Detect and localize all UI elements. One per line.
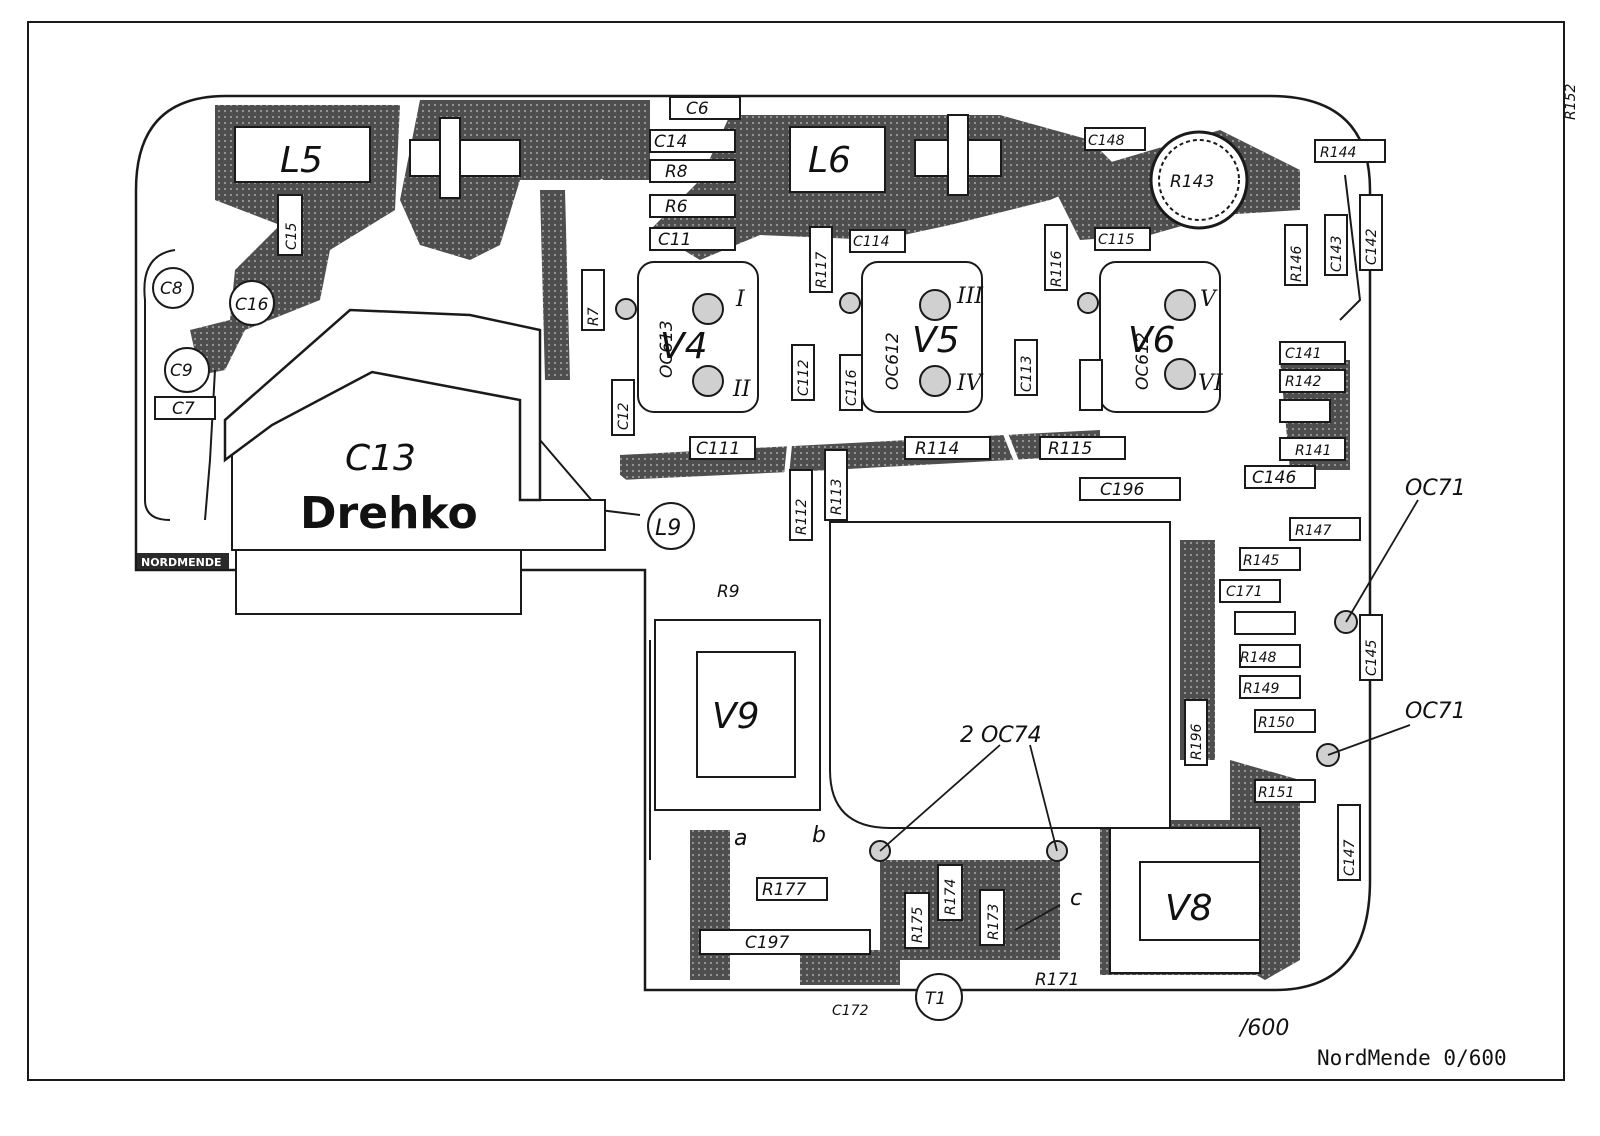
label-r141: R141 — [1295, 443, 1331, 459]
label-c197: C197 — [745, 933, 790, 953]
label-r112: R112 — [794, 498, 810, 535]
pad-label-b: b — [812, 823, 826, 848]
passive-outlines — [154, 96, 1386, 955]
pin-label-4: IV — [956, 371, 984, 396]
label-c15: C15 — [284, 222, 300, 250]
label-c12: C12 — [616, 402, 632, 430]
label-c142: C142 — [1364, 228, 1380, 265]
label-r9: R9 — [717, 582, 740, 602]
label-c14: C14 — [654, 132, 688, 152]
label-c6: C6 — [686, 99, 709, 119]
label-c11: C11 — [658, 230, 692, 250]
label-r146: R146 — [1289, 245, 1305, 282]
model-mark: /600 — [1238, 1016, 1289, 1041]
brand-logo-plate — [137, 553, 229, 569]
label-r8: R8 — [665, 162, 688, 182]
transistor-label-v4: OC613 — [657, 320, 677, 378]
label-c141: C141 — [1285, 346, 1322, 362]
label-c8: C8 — [160, 279, 183, 299]
label-r173: R173 — [986, 904, 1002, 940]
label-r171: R171 — [1035, 970, 1079, 990]
pin-label-1: I — [735, 287, 746, 312]
label-r145: R145 — [1243, 553, 1280, 569]
label-r150: R150 — [1258, 715, 1295, 731]
coil-cores — [409, 114, 1002, 199]
label-r144: R144 — [1320, 145, 1356, 161]
tube-label-v5: V5 — [912, 320, 960, 361]
pad-label-c: c — [1070, 886, 1082, 911]
label-c145: C145 — [1364, 639, 1380, 676]
driver-transistor-label-1: OC71 — [1405, 476, 1466, 501]
label-r148: R148 — [1240, 650, 1277, 666]
label-c115: C115 — [1098, 232, 1135, 248]
label-c16: C16 — [235, 295, 269, 315]
label-c112: C112 — [796, 359, 812, 396]
label-r177: R177 — [762, 880, 806, 900]
label-r152: R152 — [1563, 83, 1579, 120]
label-r149: R149 — [1243, 681, 1280, 697]
label-r147: R147 — [1295, 523, 1332, 539]
label-c9: C9 — [170, 361, 193, 381]
label-c113: C113 — [1019, 356, 1035, 393]
label-c116: C116 — [844, 369, 860, 406]
component-boxes — [231, 126, 1261, 974]
coil-label-l5: L5 — [280, 140, 323, 181]
figure-caption: NordMende 0/600 — [1317, 1046, 1507, 1070]
coil-label-l9: L9 — [655, 516, 681, 541]
transformer-label-v9: V9 — [712, 696, 760, 737]
label-c111: C111 — [696, 439, 740, 459]
label-r115: R115 — [1048, 439, 1092, 459]
label-r143: R143 — [1170, 172, 1214, 192]
label-r151: R151 — [1258, 785, 1294, 801]
label-r6: R6 — [665, 197, 688, 217]
pin-label-5: V — [1200, 287, 1218, 312]
label-r174: R174 — [943, 879, 959, 915]
label-c147: C147 — [1342, 839, 1358, 876]
drehko-label: Drehko — [300, 488, 478, 539]
marker-t1: T1 — [925, 989, 946, 1009]
label-c114: C114 — [853, 234, 890, 250]
transformer-label-v8: V8 — [1165, 888, 1213, 929]
label-r175: R175 — [910, 906, 926, 943]
label-c196: C196 — [1100, 480, 1145, 500]
capacitor-c13-label: C13 — [345, 438, 416, 479]
tube-label-v4: V4 — [660, 326, 708, 367]
pin-label-2: II — [732, 377, 752, 402]
label-c146: C146 — [1252, 468, 1297, 488]
label-c172: C172 — [832, 1003, 869, 1019]
label-c143: C143 — [1329, 236, 1345, 273]
label-r114: R114 — [915, 439, 959, 459]
tube-label-v6: V6 — [1128, 320, 1176, 361]
transistor-pair-label: 2 OC74 — [960, 723, 1042, 748]
round-components — [152, 130, 1358, 1021]
label-c148: C148 — [1088, 133, 1125, 149]
transistor-label-v5: OC612 — [883, 332, 903, 390]
label-c171: C171 — [1226, 584, 1263, 600]
pin-label-3: III — [956, 284, 984, 309]
pin-label-6: VI — [1198, 371, 1224, 396]
label-r142: R142 — [1285, 374, 1322, 390]
transistor-label-v6: OC612 — [1133, 332, 1153, 390]
label-c7: C7 — [172, 399, 195, 419]
drehko-body — [223, 308, 542, 502]
label-r116: R116 — [1049, 250, 1065, 287]
brand-logo: NORDMENDE — [141, 556, 221, 569]
label-r117: R117 — [814, 251, 830, 288]
pad-label-a: a — [734, 826, 747, 851]
label-r7: R7 — [586, 307, 602, 326]
leader-lines — [879, 499, 1419, 931]
outer-frame — [27, 21, 1565, 1081]
coil-label-l6: L6 — [808, 140, 851, 181]
driver-transistor-label-2: OC71 — [1405, 699, 1466, 724]
label-r196: R196 — [1189, 723, 1205, 760]
label-r113: R113 — [829, 479, 845, 515]
